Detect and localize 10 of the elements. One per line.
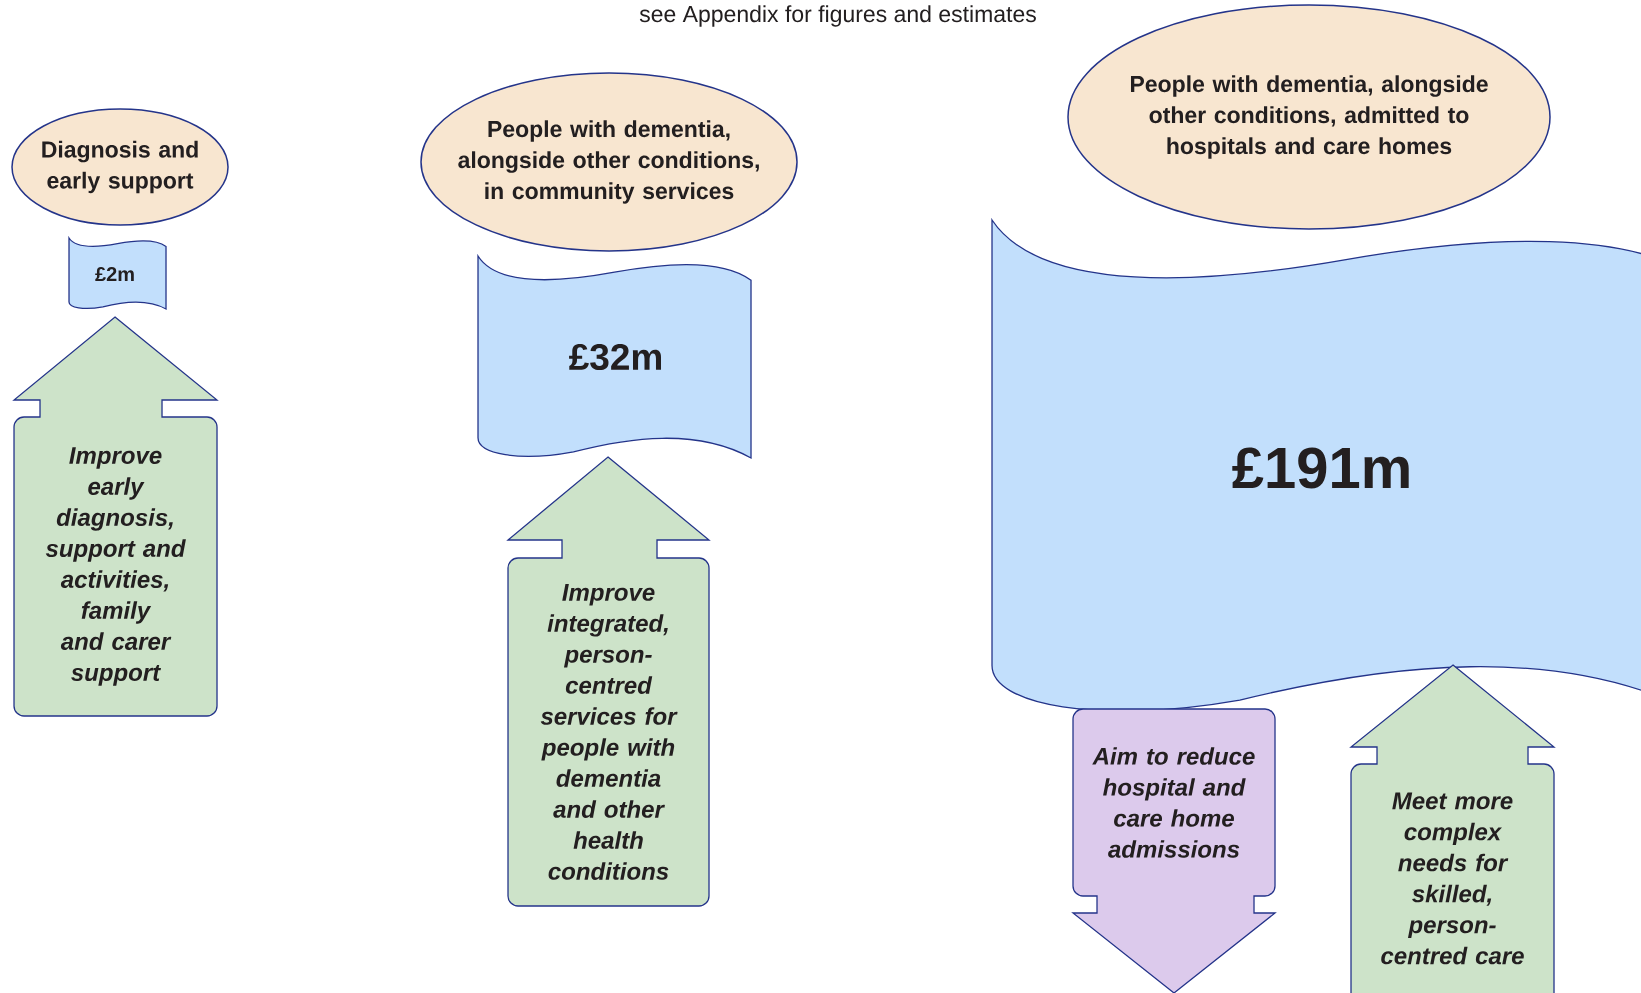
up-arrow-box: Improve early diagnosis, support and activities, family and carer support (13, 316, 218, 717)
ellipse-bubble: People with dementia, alongside other conditions, admitted to hospitals and care homes (1067, 4, 1551, 230)
down-arrow-box: Aim to reduce hospital and care home admissions (1072, 708, 1276, 993)
note-text: see Appendix for figures and estimates (639, 5, 1036, 27)
up-arrow-box: Improve integrated, person-centred services for people with dementia and other health conditions (507, 456, 710, 907)
wave-banner: £2m (68, 237, 167, 310)
ellipse-bubble: Diagnosis and early support (11, 108, 229, 226)
ellipse-bubble: People with dementia, alongside other conditions, in community services (420, 72, 798, 252)
wave-banner: £32m (477, 255, 752, 459)
up-arrow-box: Meet more complex needs for skilled, person-centred care (1350, 664, 1555, 993)
